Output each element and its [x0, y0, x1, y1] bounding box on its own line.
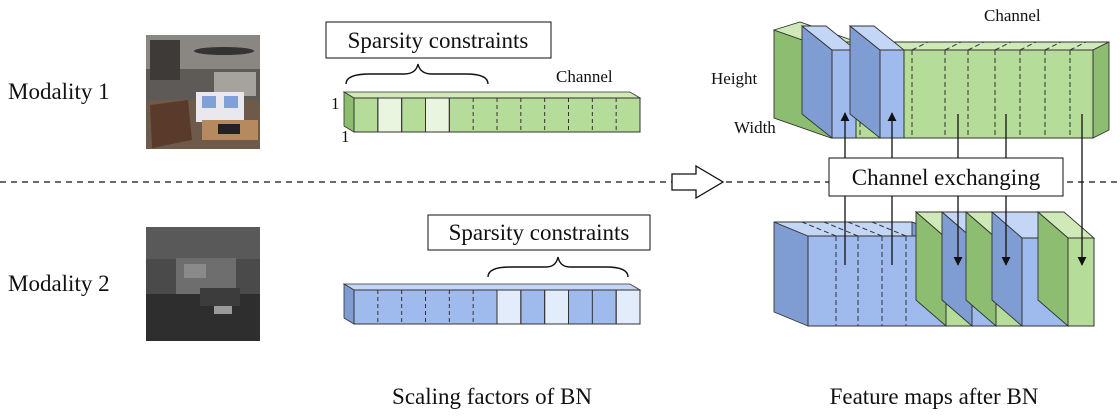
channel-slice-line-top — [944, 41, 962, 51]
channel-label-bn: Channel — [556, 67, 613, 86]
blue-block-left — [773, 221, 809, 327]
sparsity-brace-2 — [487, 256, 629, 278]
feature-map-modality-2 — [773, 211, 1096, 327]
hollow-right-arrow — [671, 164, 725, 200]
watermark: 知乎 @电脑配件 — [848, 358, 1038, 388]
channel-slice-line-top — [823, 221, 859, 237]
channel-slice-line-top — [1019, 41, 1037, 51]
sparse-channel-cell — [496, 289, 522, 325]
feature-map-modality-1 — [772, 21, 1110, 139]
channel-exchanging-box — [828, 157, 1064, 197]
sparse-channel-cell — [377, 97, 403, 133]
channel-label-fm: Channel — [984, 6, 1041, 25]
bn-factors-modality-2 — [342, 283, 642, 325]
channel-slice-line-top — [847, 221, 883, 237]
caption-scaling-factors: Scaling factors of BN — [392, 384, 592, 409]
channel-slice-line-top — [967, 41, 985, 51]
green-block-right — [1092, 41, 1110, 139]
bn-factors-modality-1 — [342, 91, 642, 133]
sparsity-brace-1 — [345, 63, 489, 85]
modality-2-label: Modality 2 — [8, 271, 110, 296]
width-label: Width — [734, 118, 776, 137]
strip-side-face — [343, 283, 355, 325]
channel-slice-line-top — [871, 221, 907, 237]
sparsity-label-1: Sparsity constraints — [348, 28, 529, 53]
rgb-room-image — [146, 35, 260, 149]
channel-slice-line-top — [1069, 41, 1087, 51]
sparsity-label-box-2 — [427, 214, 651, 251]
modality-1-label: Modality 1 — [8, 79, 110, 104]
sparse-channel-cell — [425, 97, 450, 133]
sparsity-label-2: Sparsity constraints — [449, 220, 630, 245]
channel-slice-line-top — [1044, 41, 1062, 51]
exchanged-green-slice-front — [1067, 237, 1095, 327]
channel-slice-line-top — [994, 41, 1012, 51]
strip-top-face — [342, 91, 642, 99]
strip-top-face — [342, 283, 642, 291]
sparse-channel-cell — [544, 289, 570, 325]
sparsity-label-box-1 — [325, 21, 552, 59]
depth-room-image — [146, 227, 260, 341]
caption-feature-maps: Feature maps after BN — [830, 384, 1039, 409]
channel-exchanging-label: Channel exchanging — [852, 165, 1041, 190]
height-label: Height — [711, 69, 758, 88]
channel-slice-line-top — [911, 41, 929, 51]
channel-slice-line-top — [801, 221, 837, 237]
sparse-channel-cell — [615, 289, 641, 325]
dim-height-1: 1 — [331, 94, 340, 113]
dim-width-1: 1 — [341, 127, 350, 146]
strip-side-face — [343, 91, 355, 133]
